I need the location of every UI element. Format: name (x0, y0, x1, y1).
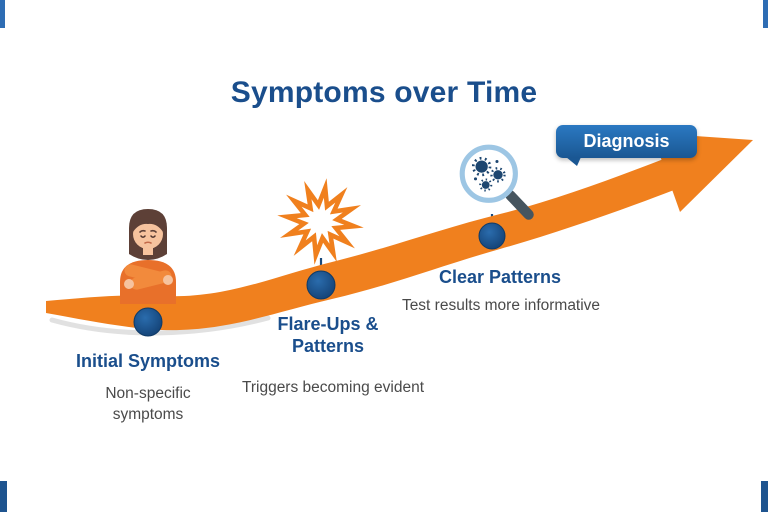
edge-accent-bar (763, 0, 768, 28)
page-title: Symptoms over Time (230, 76, 538, 109)
starburst-icon (277, 178, 364, 265)
edge-accent-bar (761, 481, 768, 512)
patient-woman-icon (120, 209, 176, 304)
edge-accent-bar (0, 0, 5, 28)
milestone-sublabel-clear-patterns: Test results more informative (401, 297, 601, 314)
trend-arrow-shaft (46, 155, 674, 331)
milestone-node (133, 307, 163, 337)
milestone-node (306, 270, 336, 300)
milestone-sublabel-initial-symptoms: Non-specific symptoms (105, 385, 191, 423)
milestone-label-flare-ups: Flare-Ups & Patterns (277, 314, 379, 356)
edge-accent-bar (0, 481, 7, 512)
milestone-sublabel-flare-ups: Triggers becoming evident (241, 379, 425, 396)
milestone-nodes (133, 222, 506, 337)
magnifier-virus-icon (459, 144, 534, 220)
arrow-shadow (49, 315, 271, 336)
milestone-node (478, 222, 506, 250)
milestone-label-clear-patterns: Clear Patterns (438, 267, 562, 287)
diagnosis-label: Diagnosis (583, 131, 670, 151)
diagnosis-badge: Diagnosis (556, 125, 697, 166)
milestone-label-initial-symptoms: Initial Symptoms (75, 351, 221, 371)
